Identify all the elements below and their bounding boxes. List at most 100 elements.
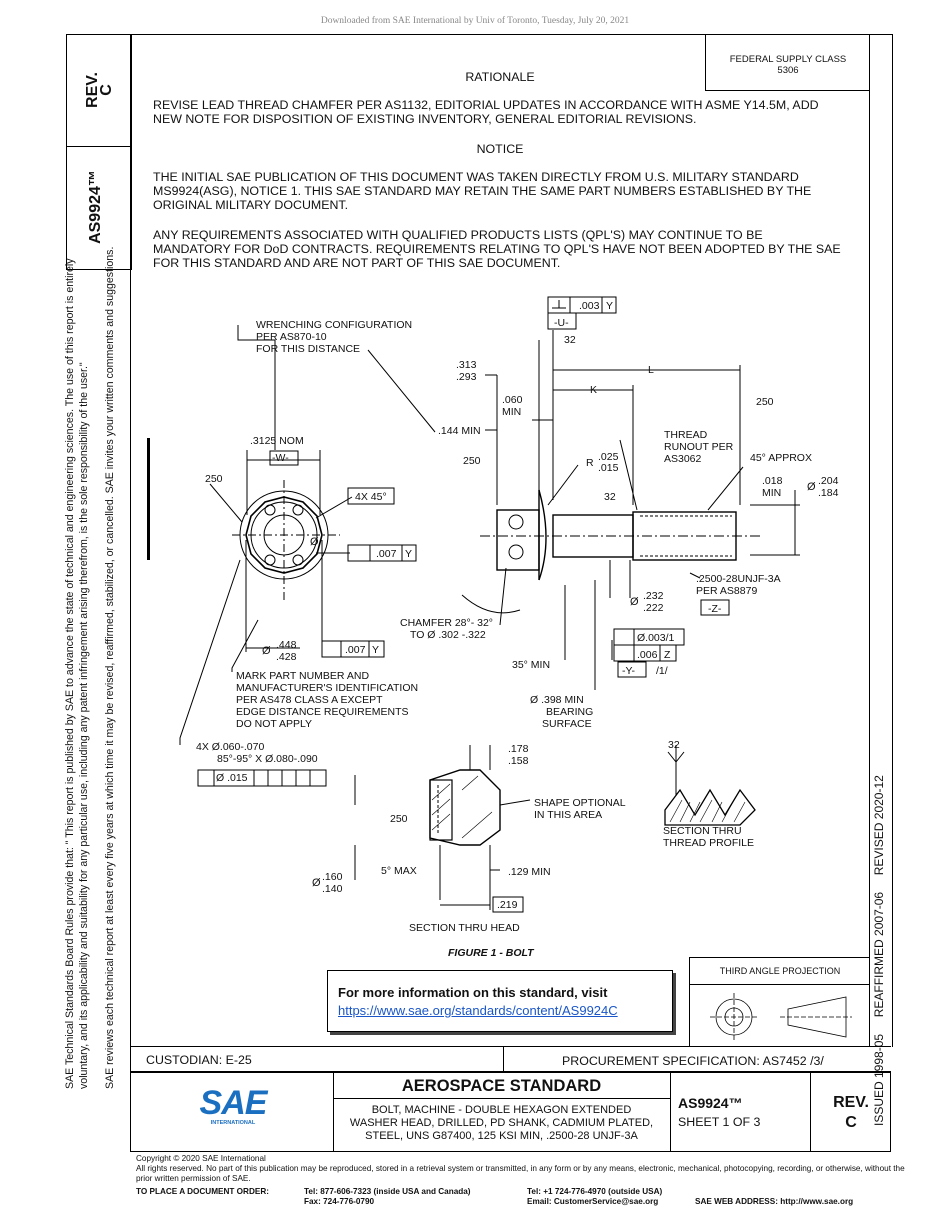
left-rev-box xyxy=(66,34,132,147)
procurement-spec: PROCUREMENT SPECIFICATION: AS7452 /3/ xyxy=(562,1054,824,1068)
svg-text:.006: .006 xyxy=(637,649,658,661)
info-box-text: For more information on this standard, v… xyxy=(338,985,608,1000)
svg-text:PER AS478 CLASS A EXCEPT: PER AS478 CLASS A EXCEPT xyxy=(236,694,383,706)
title-block-frame xyxy=(130,1072,891,1152)
projection-symbol xyxy=(710,993,852,1041)
svg-text:Ø: Ø xyxy=(312,877,321,889)
svg-text:.015: .015 xyxy=(598,462,619,474)
svg-text:.3125 NOM: .3125 NOM xyxy=(250,435,304,447)
svg-text:.222: .222 xyxy=(643,602,664,614)
custodian-row xyxy=(130,1046,891,1072)
svg-text:RUNOUT PER: RUNOUT PER xyxy=(664,441,734,453)
tb-div-4 xyxy=(333,1098,670,1099)
svg-text:.313: .313 xyxy=(456,359,477,371)
svg-text:FIGURE 1 - BOLT: FIGURE 1 - BOLT xyxy=(448,947,535,959)
svg-text:Y: Y xyxy=(606,300,613,312)
change-bar xyxy=(147,438,150,560)
svg-text:MANUFACTURER'S IDENTIFICATION: MANUFACTURER'S IDENTIFICATION xyxy=(236,682,418,694)
left-docid-box xyxy=(66,146,132,270)
svg-text:Z: Z xyxy=(664,649,671,661)
projection-box: THIRD ANGLE PROJECTION xyxy=(689,957,870,1047)
svg-text:.219: .219 xyxy=(497,899,518,911)
svg-text:Ø: Ø xyxy=(310,536,319,548)
svg-text:4X 45°: 4X 45° xyxy=(355,491,387,503)
svg-text:DO NOT APPLY: DO NOT APPLY xyxy=(236,718,312,730)
tel-outside: Tel: +1 724-776-4970 (outside USA) xyxy=(527,1187,663,1196)
svg-text:K: K xyxy=(590,384,597,396)
svg-text:-Z-: -Z- xyxy=(708,603,722,615)
title-line-1: BOLT, MACHINE - DOUBLE HEXAGON EXTENDED xyxy=(371,1104,632,1116)
svg-text:.007: .007 xyxy=(345,644,366,656)
svg-text:.232: .232 xyxy=(643,590,664,602)
svg-text:.2500-28UNJF-3A: .2500-28UNJF-3A xyxy=(696,573,781,585)
svg-text:SHAPE OPTIONAL: SHAPE OPTIONAL xyxy=(534,797,626,809)
svg-text:.003: .003 xyxy=(579,300,600,312)
doc-number: AS9924™ xyxy=(678,1095,743,1111)
notice-para-1: THE INITIAL SAE PUBLICATION OF THIS DOCU… xyxy=(153,170,812,213)
svg-text:.018: .018 xyxy=(762,475,783,487)
main-frame xyxy=(130,34,893,1047)
custodian: CUSTODIAN: E-25 xyxy=(146,1053,252,1067)
federal-supply-label: FEDERAL SUPPLY CLASS xyxy=(729,54,847,65)
sae-logo: SAE INTERNATIONAL xyxy=(198,1086,268,1126)
svg-text:Ø .398 MIN: Ø .398 MIN xyxy=(530,694,584,706)
right-strip-divider xyxy=(869,34,870,1046)
svg-text:SECTION THRU: SECTION THRU xyxy=(663,825,742,837)
email: Email: CustomerService@sae.org xyxy=(527,1197,659,1206)
notice-para-2: ANY REQUIREMENTS ASSOCIATED WITH QUALIFI… xyxy=(153,228,841,271)
tb-div-1 xyxy=(333,1072,334,1152)
svg-text:35° MIN: 35° MIN xyxy=(512,659,550,671)
svg-text:32: 32 xyxy=(604,491,616,503)
svg-text:IN THIS AREA: IN THIS AREA xyxy=(534,809,602,821)
footer-copyright: Copyright © 2020 SAE International xyxy=(136,1154,266,1163)
svg-text:-U-: -U- xyxy=(554,317,569,329)
tb-div-3 xyxy=(810,1072,811,1152)
svg-text:.448: .448 xyxy=(276,639,297,651)
svg-text:45° APPROX: 45° APPROX xyxy=(750,452,812,464)
svg-text:THREAD PROFILE: THREAD PROFILE xyxy=(663,837,754,849)
rationale-body: REVISE LEAD THREAD CHAMFER PER AS1132, E… xyxy=(153,98,819,127)
svg-text:CHAMFER 28°- 32°: CHAMFER 28°- 32° xyxy=(400,617,493,629)
sae-logo-sub: INTERNATIONAL xyxy=(210,1120,256,1126)
download-notice: Downloaded from SAE International by Uni… xyxy=(320,16,630,26)
svg-text:250: 250 xyxy=(756,396,774,408)
svg-text:-W-: -W- xyxy=(272,452,289,464)
standard-link[interactable]: https://www.sae.org/standards/content/AS… xyxy=(338,1003,618,1018)
fax: Fax: 724-776-0790 xyxy=(304,1197,375,1206)
svg-text:250: 250 xyxy=(463,455,481,467)
federal-supply-value: 5306 xyxy=(777,65,799,76)
svg-text:-Y-: -Y- xyxy=(622,665,636,677)
svg-text:.178: .178 xyxy=(508,743,529,755)
svg-text:.293: .293 xyxy=(456,371,477,383)
notice-heading: NOTICE xyxy=(476,142,524,156)
wrenching-line-1: WRENCHING CONFIGURATION xyxy=(256,319,412,331)
svg-text:Ø: Ø xyxy=(262,645,271,657)
svg-text:L: L xyxy=(648,364,654,376)
svg-text:.158: .158 xyxy=(508,755,529,767)
svg-text:5° MAX: 5° MAX xyxy=(381,865,417,877)
svg-text:TO Ø .302 -.322: TO Ø .302 -.322 xyxy=(410,629,486,641)
svg-text:.025: .025 xyxy=(598,451,619,463)
svg-text:Ø: Ø xyxy=(807,481,816,493)
rev-block-label: REV. xyxy=(833,1094,869,1111)
document-title: BOLT, MACHINE - DOUBLE HEXAGON EXTENDED … xyxy=(333,1104,670,1143)
svg-text:.129 MIN: .129 MIN xyxy=(508,866,551,878)
svg-text:.204: .204 xyxy=(818,475,839,487)
wrenching-line-3: FOR THIS DISTANCE xyxy=(256,343,360,355)
svg-text:.144 MIN: .144 MIN xyxy=(438,425,481,437)
svg-text:THREAD: THREAD xyxy=(664,429,708,441)
svg-text:BEARING: BEARING xyxy=(546,706,593,718)
title-line-3: STEEL, UNS G87400, 125 KSI MIN, .2500-28… xyxy=(365,1130,638,1142)
svg-text:PER AS8879: PER AS8879 xyxy=(696,585,757,597)
info-box: For more information on this standard, v… xyxy=(327,970,673,1032)
svg-text:MARK PART NUMBER AND: MARK PART NUMBER AND xyxy=(236,670,369,682)
svg-text:.428: .428 xyxy=(276,651,297,663)
web-address: SAE WEB ADDRESS: http://www.sae.org xyxy=(695,1197,854,1206)
svg-text:4X Ø.060-.070: 4X Ø.060-.070 xyxy=(196,741,264,753)
svg-text:EDGE DISTANCE REQUIREMENTS: EDGE DISTANCE REQUIREMENTS xyxy=(236,706,409,718)
svg-text:32: 32 xyxy=(564,334,576,346)
svg-text:.184: .184 xyxy=(818,487,839,499)
svg-text:MIN: MIN xyxy=(502,406,521,418)
custodian-divider xyxy=(503,1046,504,1072)
svg-text:MIN: MIN xyxy=(762,487,781,499)
